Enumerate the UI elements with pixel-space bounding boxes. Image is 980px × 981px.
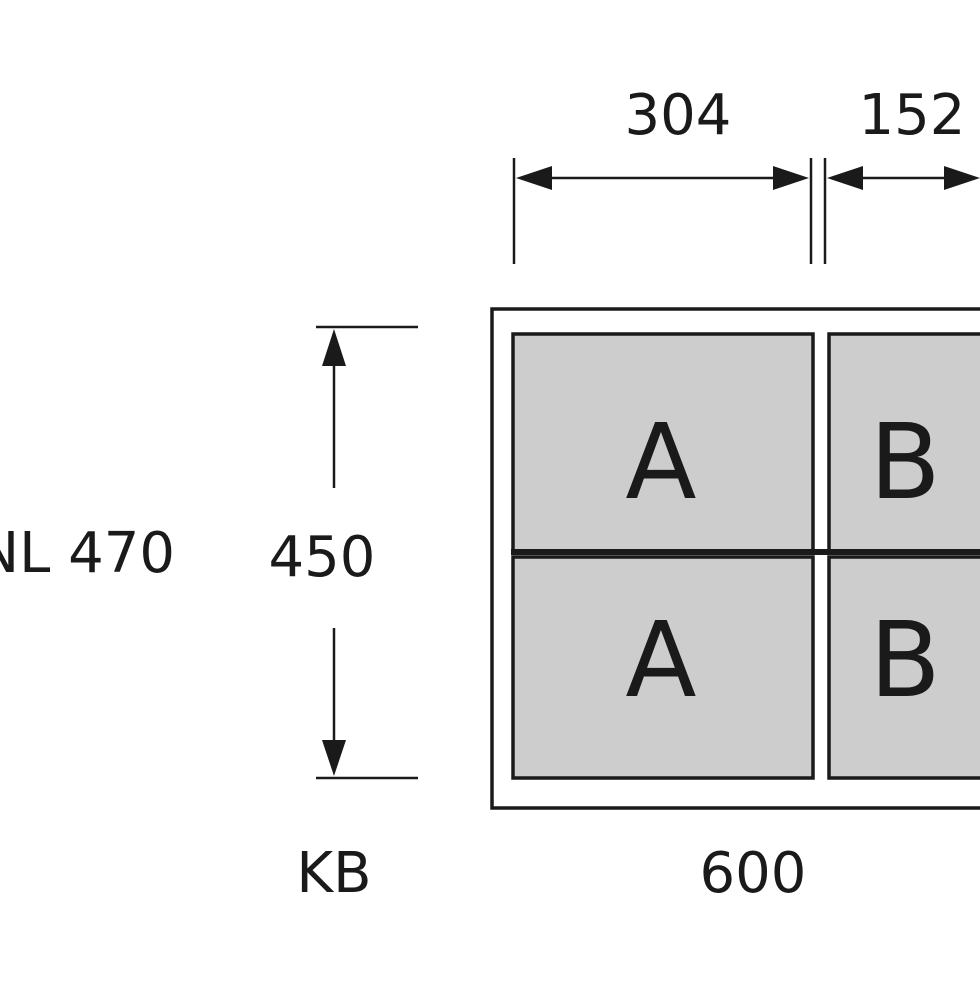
width-label-600: 600	[700, 841, 807, 906]
arrowhead-left	[516, 166, 552, 190]
cell-top-left	[511, 332, 815, 554]
dimension-height-450: 450	[269, 325, 418, 780]
cell-label-bottom-right: B	[869, 599, 940, 721]
dimension-width-152: 152	[823, 83, 980, 264]
width-label-304: 304	[625, 83, 732, 148]
cell-top-right	[827, 332, 980, 554]
cell-bottom-right	[827, 555, 980, 780]
arrowhead-left	[827, 166, 863, 190]
width-label-152: 152	[859, 83, 966, 148]
arrowhead-up	[322, 329, 346, 366]
cell-label-bottom-left: A	[625, 599, 696, 721]
cell-bottom-left	[511, 555, 815, 780]
arrowhead-right	[773, 166, 809, 190]
height-label-450: 450	[269, 525, 376, 590]
arrowhead-right	[944, 166, 980, 190]
dimension-width-304: 304	[512, 83, 813, 264]
bottom-label-kb: KB	[296, 841, 371, 906]
cell-label-top-right: B	[869, 401, 940, 523]
arrowhead-down	[322, 740, 346, 776]
type-label-nl-470: NL 470	[0, 521, 175, 586]
cell-label-top-left: A	[625, 401, 696, 523]
